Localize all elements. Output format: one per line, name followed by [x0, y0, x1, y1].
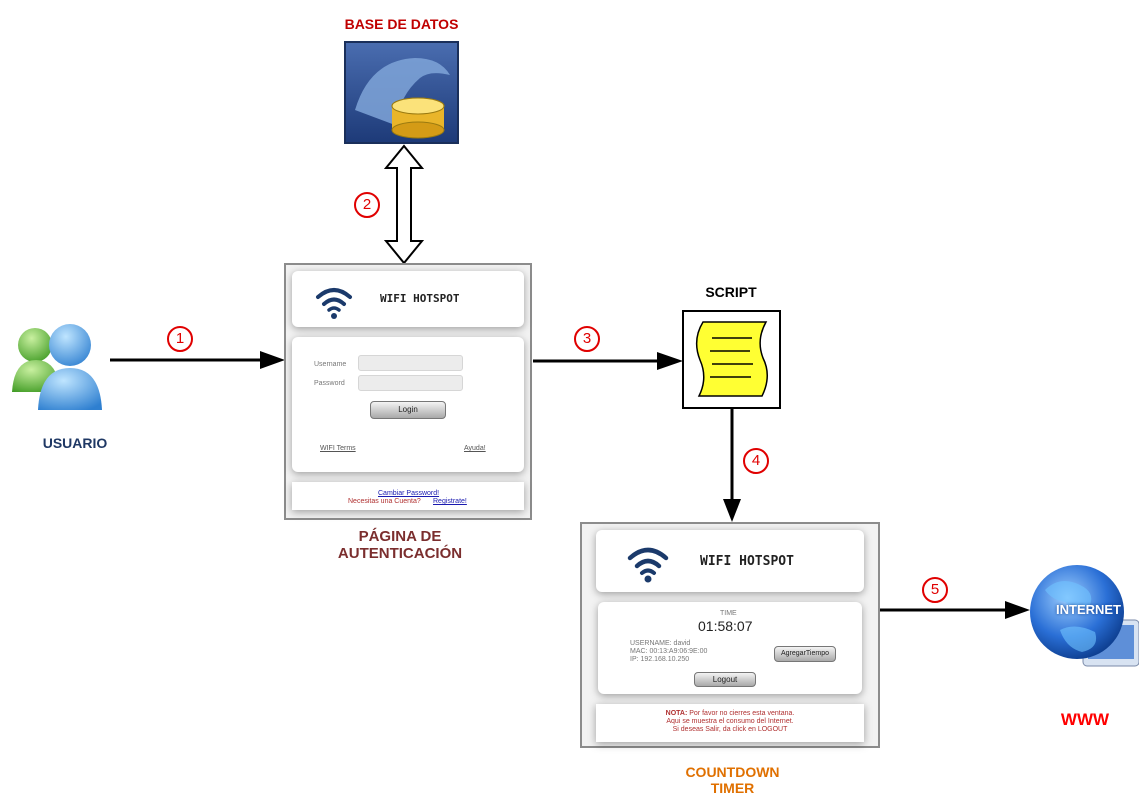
login-button[interactable]: Login — [370, 401, 446, 419]
timer-session-box: TIME 01:58:07 USERNAME: david MAC: 00:13… — [598, 602, 862, 694]
password-input[interactable] — [358, 375, 463, 391]
register-link[interactable]: Registrate! — [433, 498, 467, 505]
mac-info: MAC: 00:13:A9:06:9E:00 — [630, 648, 708, 655]
database-icon — [344, 41, 459, 144]
note-line-3: Si deseas Salir, da click en LOGOUT — [672, 726, 788, 733]
note-label: NOTA: — [665, 710, 688, 717]
username-info: USERNAME: david — [630, 640, 691, 647]
time-label: TIME — [720, 610, 737, 617]
password-label: Password — [314, 380, 345, 387]
database-label: BASE DE DATOS — [344, 16, 459, 32]
change-password-link[interactable]: Cambiar Password! — [378, 490, 440, 497]
wifi-icon — [627, 547, 669, 583]
step-3-marker: 3 — [574, 326, 600, 352]
users-icon — [12, 324, 102, 410]
internet-globe-icon — [1030, 565, 1139, 667]
wifi-terms-link[interactable]: WIFI Terms — [320, 445, 356, 452]
script-icon — [682, 310, 781, 409]
note-line-2: Aqui se muestra el consumo del Internet. — [666, 718, 794, 725]
step-1-marker: 1 — [167, 326, 193, 352]
note-text-1: Por favor no cierres esta ventana. — [689, 710, 795, 717]
time-value: 01:58:07 — [698, 618, 753, 634]
auth-page-label-line2: AUTENTICACIÓN — [337, 545, 463, 563]
username-label: Username — [314, 361, 347, 368]
auth-page-label: PÁGINA DE AUTENTICACIÓN — [310, 528, 490, 563]
script-label: SCRIPT — [705, 284, 757, 300]
login-header-title: WIFI HOTSPOT — [380, 292, 460, 305]
login-header: WIFI HOTSPOT — [292, 271, 524, 327]
login-page-screenshot: WIFI HOTSPOT Username Password Login WIF… — [284, 263, 532, 520]
wifi-icon — [316, 288, 352, 319]
timer-header: WIFI HOTSPOT — [596, 530, 864, 592]
help-link[interactable]: Ayuda! — [464, 445, 486, 452]
double-arrow-db — [383, 144, 425, 265]
need-account-text: Necesitas una Cuenta? — [348, 498, 421, 505]
internet-globe-text: INTERNET — [1056, 602, 1121, 617]
timer-page-screenshot: WIFI HOTSPOT TIME 01:58:07 USERNAME: dav… — [580, 522, 880, 748]
auth-page-label-line1: PÁGINA DE — [358, 528, 442, 545]
timer-label: COUNTDOWN TIMER — [660, 764, 805, 796]
ip-info: IP: 192.168.10.250 — [630, 656, 690, 663]
step-2-marker: 2 — [354, 192, 380, 218]
user-label: USUARIO — [42, 435, 108, 451]
timer-label-line2: TIMER — [710, 780, 755, 796]
add-time-button[interactable]: AgregarTiempo — [774, 646, 836, 662]
login-form: Username Password Login WIFI Terms Ayuda… — [292, 337, 524, 472]
www-label: WWW — [1060, 710, 1110, 729]
arrow-4 — [723, 408, 741, 522]
arrow-5 — [880, 601, 1030, 619]
arrow-1 — [110, 351, 285, 369]
note-line-1: NOTA: Por favor no cierres esta ventana. — [596, 710, 864, 717]
login-footer: Cambiar Password! Necesitas una Cuenta? … — [292, 482, 524, 510]
step-5-marker: 5 — [922, 577, 948, 603]
timer-note: NOTA: Por favor no cierres esta ventana.… — [596, 704, 864, 742]
logout-button[interactable]: Logout — [694, 672, 756, 687]
timer-label-line1: COUNTDOWN — [685, 764, 780, 780]
step-4-marker: 4 — [743, 448, 769, 474]
username-input[interactable] — [358, 355, 463, 371]
timer-header-title: WIFI HOTSPOT — [700, 554, 794, 569]
arrow-3 — [533, 352, 683, 370]
